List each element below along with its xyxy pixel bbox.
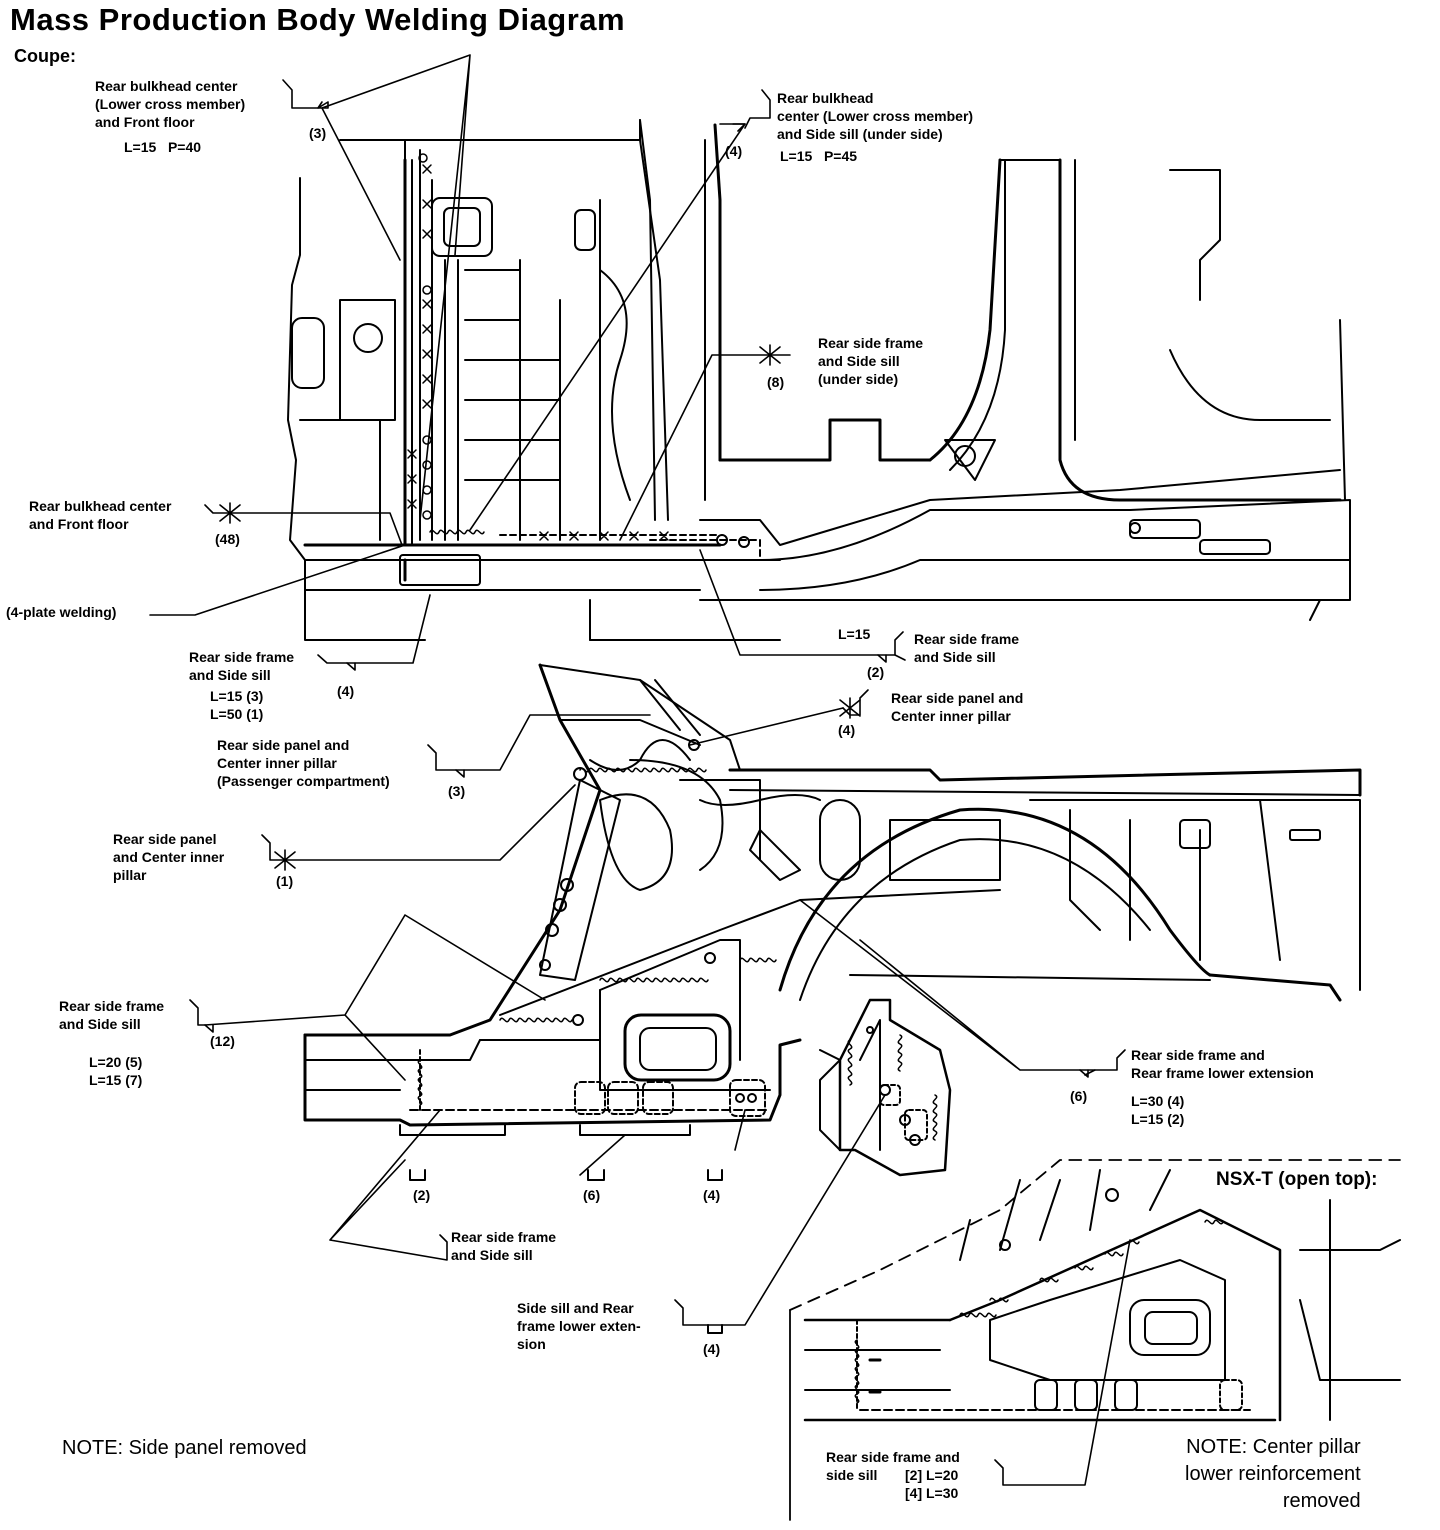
top-floor-drawing: [287, 119, 1351, 641]
callout-4-plate-welding: (4-plate welding): [6, 604, 117, 620]
plug-count-right: (4): [703, 1187, 721, 1203]
callout-frame-sill-lower-spec: L=20 (5) L=15 (7): [89, 1054, 143, 1088]
nsx-t-inset: [789, 1159, 1401, 1521]
note-center-pillar-removed: NOTE: Center pillar lower reinforcement …: [1185, 1436, 1361, 1512]
callout-panel-pillar-spot-label: Rear side panel and Center inner pillar: [891, 690, 1024, 724]
callout-frame-sill-underside-count: (8): [767, 374, 785, 390]
callout-bulkhead-side-sill-label: Rear bulkhead center (Lower cross member…: [777, 90, 974, 142]
callout-frame-extension-spec: L=30 (4) L=15 (2): [1131, 1093, 1185, 1127]
callout-bulkhead-front-floor-spec: L=15 P=40: [124, 139, 202, 155]
callout-frame-sill-underside-label: Rear side frame and Side sill (under sid…: [818, 335, 924, 387]
callout-frame-sill-right-label: Rear side frame and Side sill: [914, 631, 1020, 665]
callout-bulkhead-front-floor-label: Rear bulkhead center (Lower cross member…: [95, 78, 246, 130]
callout-frame-extension-label: Rear side frame and Rear frame lower ext…: [1131, 1047, 1314, 1081]
rear-extension-drawing: [819, 998, 952, 1177]
inset-callout-spec: [2] L=20 [4] L=30: [905, 1467, 959, 1501]
callout-panel-pillar-passenger-label: Rear side panel and Center inner pillar …: [217, 737, 390, 789]
side-frame-drawing: [303, 663, 1362, 1334]
callout-frame-sill-right-spec: L=15: [838, 626, 871, 642]
page-subtitle: Coupe:: [14, 46, 76, 66]
callout-frame-extension-count: (6): [1070, 1088, 1088, 1104]
middle-weld-symbols: [204, 697, 1089, 1078]
callout-frame-sill-lower-label: Rear side frame and Side sill: [59, 998, 165, 1032]
page-title: Mass Production Body Welding Diagram: [10, 2, 626, 37]
callout-frame-sill-right-count: (2): [867, 664, 885, 680]
callout-frame-sill-left-label: Rear side frame and Side sill: [189, 649, 295, 683]
callout-frame-sill-left-count: (4): [337, 683, 355, 699]
callout-frame-sill-lower-count: (12): [210, 1033, 235, 1049]
callout-panel-pillar-passenger-count: (3): [448, 783, 466, 799]
callout-frame-sill-bottom-label: Rear side frame and Side sill: [451, 1229, 557, 1263]
inset-title: NSX-T (open top):: [1216, 1169, 1378, 1190]
callout-bulkhead-floor-spot-label: Rear bulkhead center and Front floor: [29, 498, 172, 532]
callout-sill-extension-label: Side sill and Rear frame lower exten- si…: [517, 1300, 641, 1352]
callout-sill-extension-count: (4): [703, 1341, 721, 1357]
plug-count-left: (2): [413, 1187, 431, 1203]
inset-callout-label: Rear side frame and side sill: [826, 1449, 960, 1483]
callout-panel-pillar-single-label: Rear side panel and Center inner pillar: [113, 831, 225, 883]
callout-frame-sill-left-spec: L=15 (3) L=50 (1): [210, 688, 264, 722]
top-weld-symbols: [219, 101, 887, 671]
callout-bulkhead-side-sill-spec: L=15 P=45: [780, 148, 858, 164]
top-leader-lines: [149, 54, 906, 664]
callout-panel-pillar-single-count: (1): [276, 873, 294, 889]
callout-bulkhead-floor-spot-count: (48): [215, 531, 240, 547]
callout-panel-pillar-spot-count: (4): [838, 722, 856, 738]
middle-leader-lines: [189, 689, 1126, 1326]
plug-count-middle: (6): [583, 1187, 601, 1203]
note-side-panel-removed: NOTE: Side panel removed: [62, 1437, 307, 1459]
callout-bulkhead-front-floor-count: (3): [309, 125, 327, 141]
callout-bulkhead-side-sill-count: (4): [725, 143, 743, 159]
